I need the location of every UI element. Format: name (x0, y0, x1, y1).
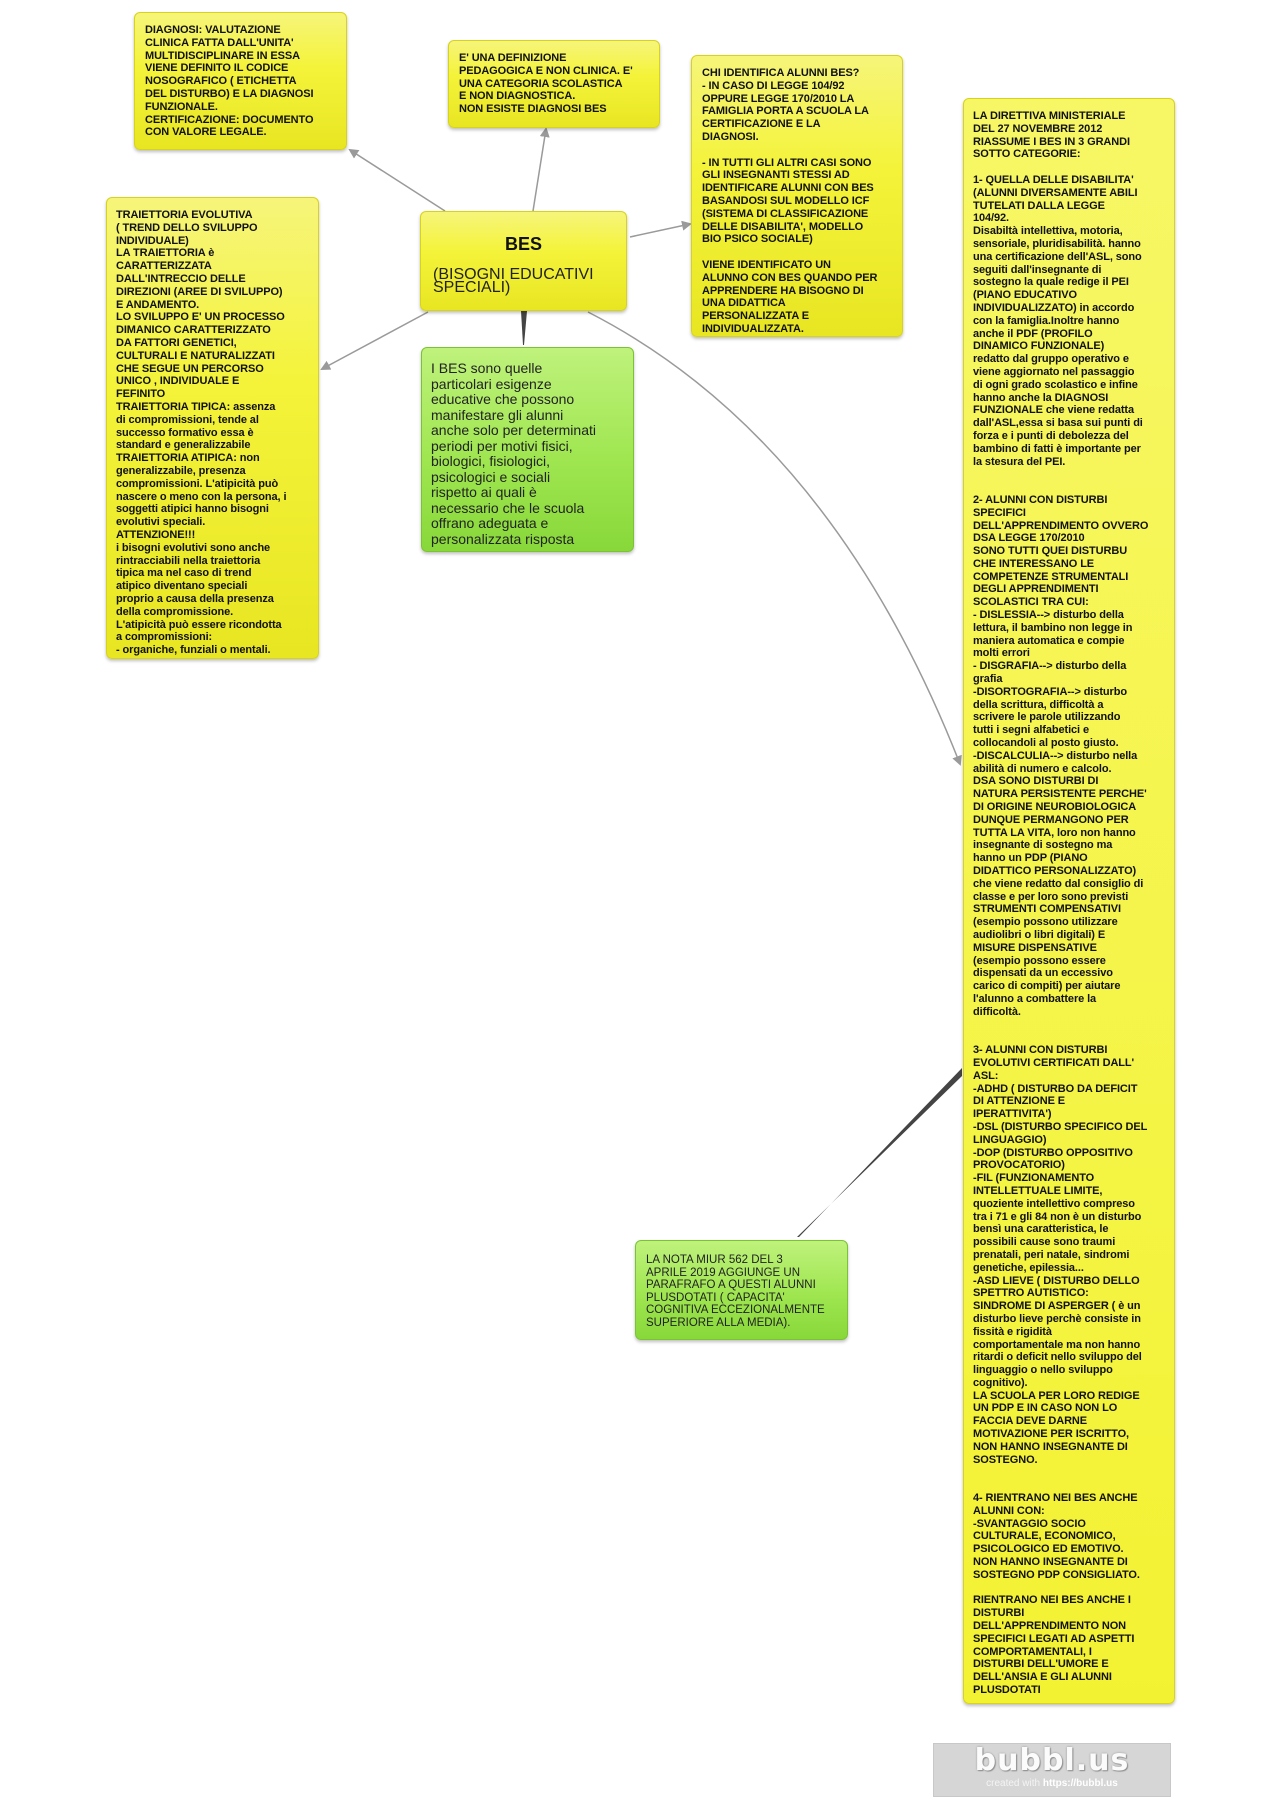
node-central-title: BES (504, 234, 542, 254)
node-nota-miur[interactable]: LA NOTA MIUR 562 DEL 3 APRILE 2019 AGGIU… (635, 1240, 848, 1340)
watermark-url[interactable]: https://bubbl.us (1042, 1778, 1118, 1789)
link-to-direttiva (587, 311, 962, 766)
watermark-created-with: created with (986, 1778, 1041, 1789)
node-chi-identifica-text: CHI IDENTIFICA ALUNNI BES? - IN CASO DI … (702, 67, 878, 335)
link-to-chi-identifica (629, 220, 692, 238)
node-central-bes[interactable]: BES (BISOGNI EDUCATIVI SPECIALI) (420, 211, 627, 311)
watermark-caption: created with https://bubbl.us (934, 1778, 1170, 1790)
node-definizione-bes[interactable]: I BES sono quelle particolari esigenze e… (421, 347, 634, 552)
node-definizione-text: E' UNA DEFINIZIONE PEDAGOGICA E NON CLIN… (459, 52, 633, 116)
link-to-diagnosi (348, 148, 446, 212)
node-definizione[interactable]: E' UNA DEFINIZIONE PEDAGOGICA E NON CLIN… (448, 40, 660, 128)
node-diagnosi[interactable]: DIAGNOSI: VALUTAZIONE CLINICA FATTA DALL… (134, 12, 347, 150)
node-direttiva-ministeriale[interactable]: LA DIRETTIVA MINISTERIALE DEL 27 NOVEMBR… (963, 98, 1175, 1704)
node-chi-identifica[interactable]: CHI IDENTIFICA ALUNNI BES? - IN CASO DI … (691, 55, 903, 337)
bubbl-us-watermark[interactable]: bubbl.us created with https://bubbl.us (933, 1743, 1171, 1797)
node-diagnosi-text: DIAGNOSI: VALUTAZIONE CLINICA FATTA DALL… (145, 24, 314, 139)
link-to-definizione-bes (521, 311, 527, 345)
node-direttiva-text: LA DIRETTIVA MINISTERIALE DEL 27 NOVEMBR… (973, 110, 1149, 1697)
link-to-traiettoria (320, 311, 429, 370)
bubbl-us-logo: bubbl.us (974, 1743, 1130, 1778)
node-nota-miur-text: LA NOTA MIUR 562 DEL 3 APRILE 2019 AGGIU… (646, 1254, 825, 1329)
node-traiettoria-text: TRAIETTORIA EVOLUTIVA ( TREND DELLO SVIL… (116, 209, 287, 657)
link-nota-to-direttiva (797, 1068, 962, 1237)
node-central-subtitle: (BISOGNI EDUCATIVI SPECIALI) (433, 266, 594, 296)
node-definizione-bes-text: I BES sono quelle particolari esigenze e… (431, 360, 596, 547)
link-to-definizione (532, 127, 550, 212)
node-traiettoria-evolutiva[interactable]: TRAIETTORIA EVOLUTIVA ( TREND DELLO SVIL… (106, 197, 319, 659)
